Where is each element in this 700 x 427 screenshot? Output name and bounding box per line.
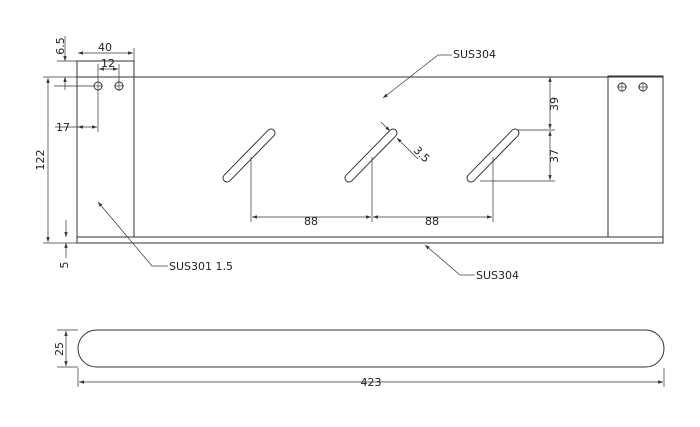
base-strip-outline [76,236,664,244]
dim-slot-pitch: 88 88 [250,157,494,228]
dim-end-plate-width: 40 [78,41,135,61]
dim-3-5-label: 3.5 [411,144,433,166]
dim-5-label: 5 [58,262,71,269]
dim-12-label: 12 [101,57,115,70]
dim-hole-spacing: 12 [97,57,120,82]
leader-end-plate: SUS301 1.5 [97,201,233,273]
leader-base: SUS304 [424,244,519,282]
hole-left-2 [114,81,124,91]
dim-37-label: 37 [548,149,561,163]
leader-main-plate: SUS304 [382,48,496,99]
dim-122-label: 122 [34,150,47,171]
hole-right-2 [638,82,648,92]
dim-top-gap: 6.5 [54,36,77,90]
dim-88-right-label: 88 [425,215,439,228]
front-view [76,60,664,244]
dim-423-label: 423 [361,376,382,389]
dim-slot-vertical: 39 37 [480,77,561,182]
right-end-plate [607,75,664,238]
side-bar-outline [77,329,665,368]
label-main-plate-material: SUS304 [453,48,496,61]
side-view: 25 423 [53,329,665,389]
label-end-plate-material: SUS301 1.5 [169,260,233,273]
slot-3 [466,128,520,183]
left-end-plate [76,60,135,238]
dim-17-label: 17 [56,121,70,134]
hole-right-1 [617,82,627,92]
slot-1 [222,128,276,183]
dim-39-label: 39 [548,97,561,111]
label-base-material: SUS304 [476,269,519,282]
dim-6-5-label: 6.5 [54,37,67,55]
dim-40-label: 40 [98,41,112,54]
dim-bracket-height: 122 [34,76,77,244]
dim-base-thickness: 5 [58,220,71,269]
dim-hole-offset: 17 [54,85,99,134]
dim-25-label: 25 [53,342,66,356]
slot-2 [344,128,398,183]
dim-88-left-label: 88 [304,215,318,228]
hole-left-1 [93,81,103,91]
